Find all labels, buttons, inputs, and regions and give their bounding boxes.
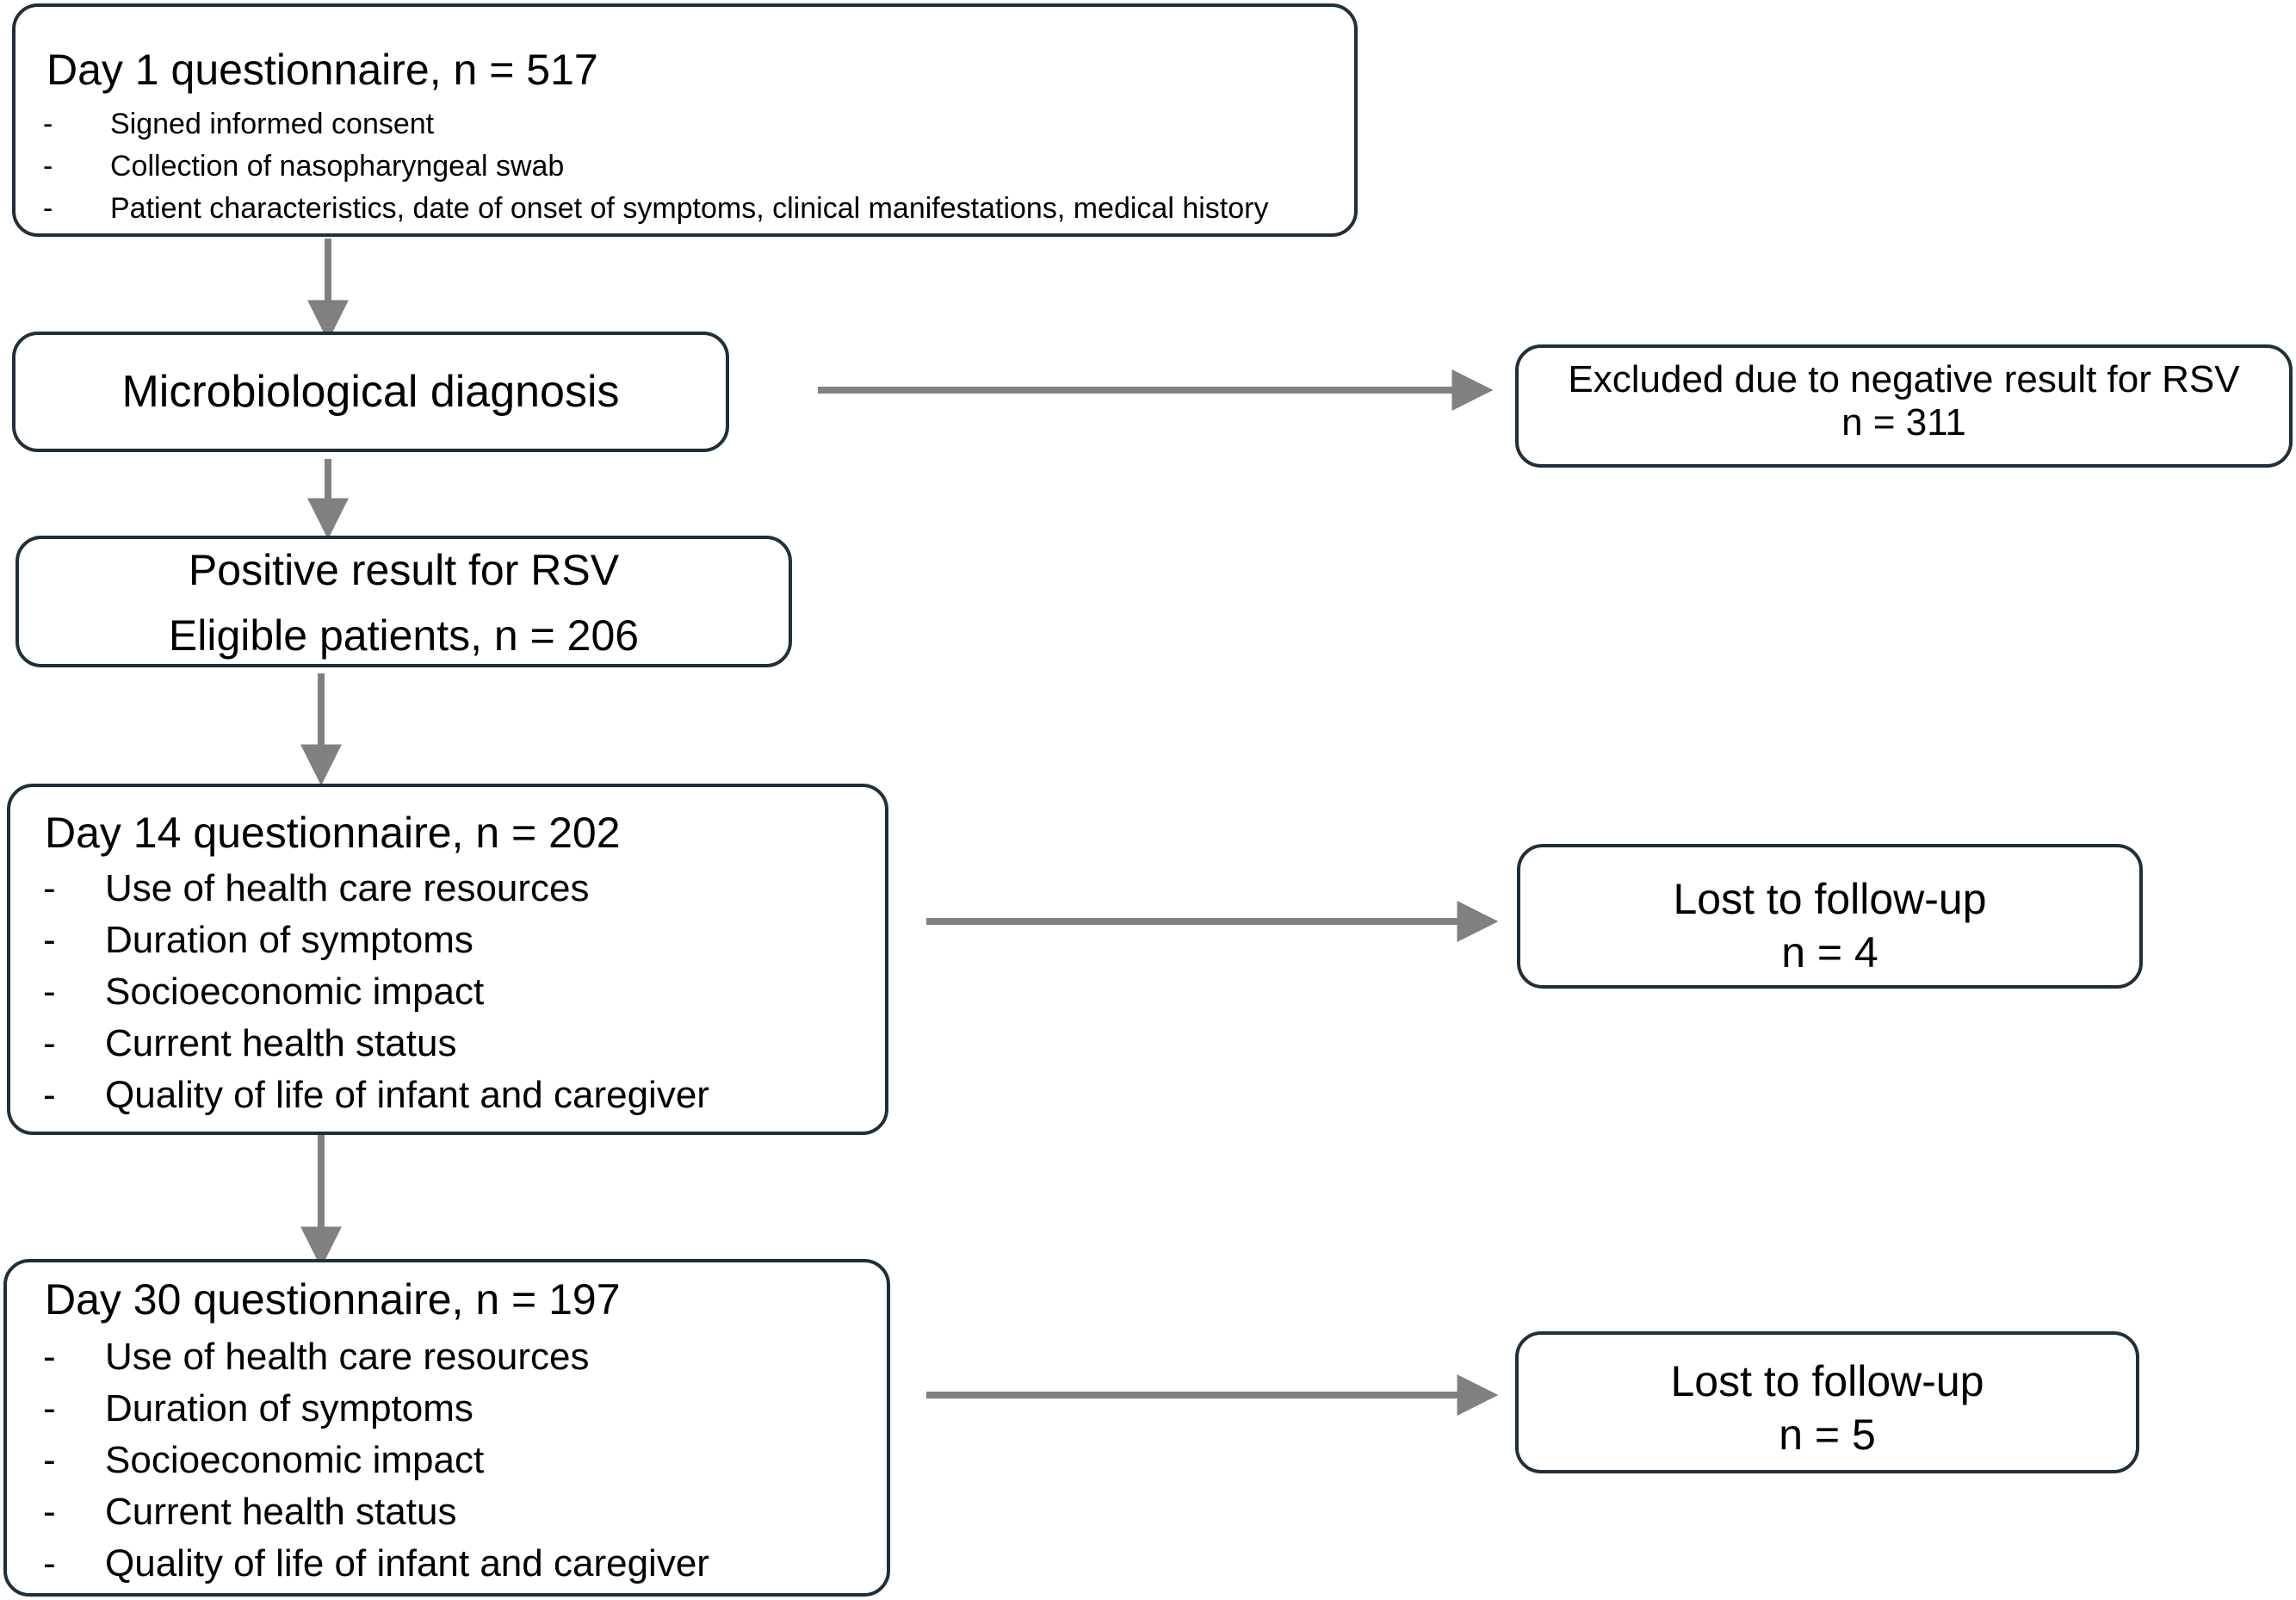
lost30-line1: Lost to follow-up [1670,1357,1984,1405]
list-item: - Duration of symptoms [43,1383,709,1435]
lost30-box: Lost to follow-up n = 5 [1515,1331,2139,1473]
day1-list: - Signed informed consent - Collection o… [43,103,1268,230]
micro-title: Microbiological diagnosis [121,367,620,417]
bullet-dash: - [43,1022,56,1064]
day1-box: Day 1 questionnaire, n = 517 - Signed in… [12,3,1358,237]
list-item-text: Signed informed consent [110,108,435,140]
list-item: - Current health status [43,1486,709,1538]
excluded-box: Excluded due to negative result for RSV … [1515,344,2293,468]
list-item: - Patient characteristics, date of onset… [43,188,1268,230]
list-item: - Quality of life of infant and caregive… [43,1070,709,1121]
bullet-dash: - [43,867,56,909]
bullet-dash: - [43,1387,56,1429]
list-item-text: Use of health care resources [105,867,590,909]
lost14-line1: Lost to follow-up [1673,875,1987,923]
positive-line1: Positive result for RSV [188,546,620,594]
day14-title: Day 14 questionnaire, n = 202 [45,809,621,857]
day30-box: Day 30 questionnaire, n = 197 - Use of h… [3,1259,890,1597]
bullet-dash: - [43,1542,56,1584]
bullet-dash: - [43,192,53,225]
list-item: - Collection of nasopharyngeal swab [43,146,1268,188]
list-item-text: Patient characteristics, date of onset o… [110,192,1269,225]
bullet-dash: - [43,1491,56,1533]
lost14-box: Lost to follow-up n = 4 [1517,844,2143,989]
list-item-text: Collection of nasopharyngeal swab [110,150,565,183]
day1-title: Day 1 questionnaire, n = 517 [46,46,598,94]
excluded-line1: Excluded due to negative result for RSV [1568,358,2240,400]
micro-box: Microbiological diagnosis [12,332,729,452]
lost30-line2: n = 5 [1779,1411,1876,1459]
bullet-dash: - [43,971,56,1013]
list-item-text: Socioeconomic impact [105,971,485,1013]
list-item: - Signed informed consent [43,103,1268,146]
list-item-text: Duration of symptoms [105,919,473,961]
list-item-text: Use of health care resources [105,1336,590,1378]
bullet-dash: - [43,1074,56,1116]
excluded-line2: n = 311 [1841,401,1966,443]
day30-list: - Use of health care resources - Duratio… [43,1331,709,1590]
bullet-dash: - [43,1439,56,1481]
bullet-dash: - [43,1336,56,1378]
list-item-text: Quality of life of infant and caregiver [105,1542,709,1584]
list-item: - Socioeconomic impact [43,1435,709,1486]
day14-list: - Use of health care resources - Duratio… [43,863,709,1121]
day30-title: Day 30 questionnaire, n = 197 [45,1275,621,1324]
list-item-text: Socioeconomic impact [105,1439,485,1481]
lost14-line2: n = 4 [1781,928,1878,977]
positive-line2: Eligible patients, n = 206 [168,611,640,660]
positive-box: Positive result for RSV Eligible patient… [15,536,792,667]
list-item-text: Duration of symptoms [105,1387,473,1429]
list-item: - Use of health care resources [43,1331,709,1383]
bullet-dash: - [43,150,53,183]
list-item: - Socioeconomic impact [43,966,709,1018]
list-item: - Duration of symptoms [43,915,709,966]
list-item-text: Current health status [105,1022,457,1064]
list-item-text: Current health status [105,1491,457,1533]
list-item: - Quality of life of infant and caregive… [43,1538,709,1590]
list-item: - Use of health care resources [43,863,709,915]
list-item-text: Quality of life of infant and caregiver [105,1074,709,1116]
bullet-dash: - [43,919,56,961]
list-item: - Current health status [43,1018,709,1070]
bullet-dash: - [43,108,53,140]
day14-box: Day 14 questionnaire, n = 202 - Use of h… [7,784,888,1135]
